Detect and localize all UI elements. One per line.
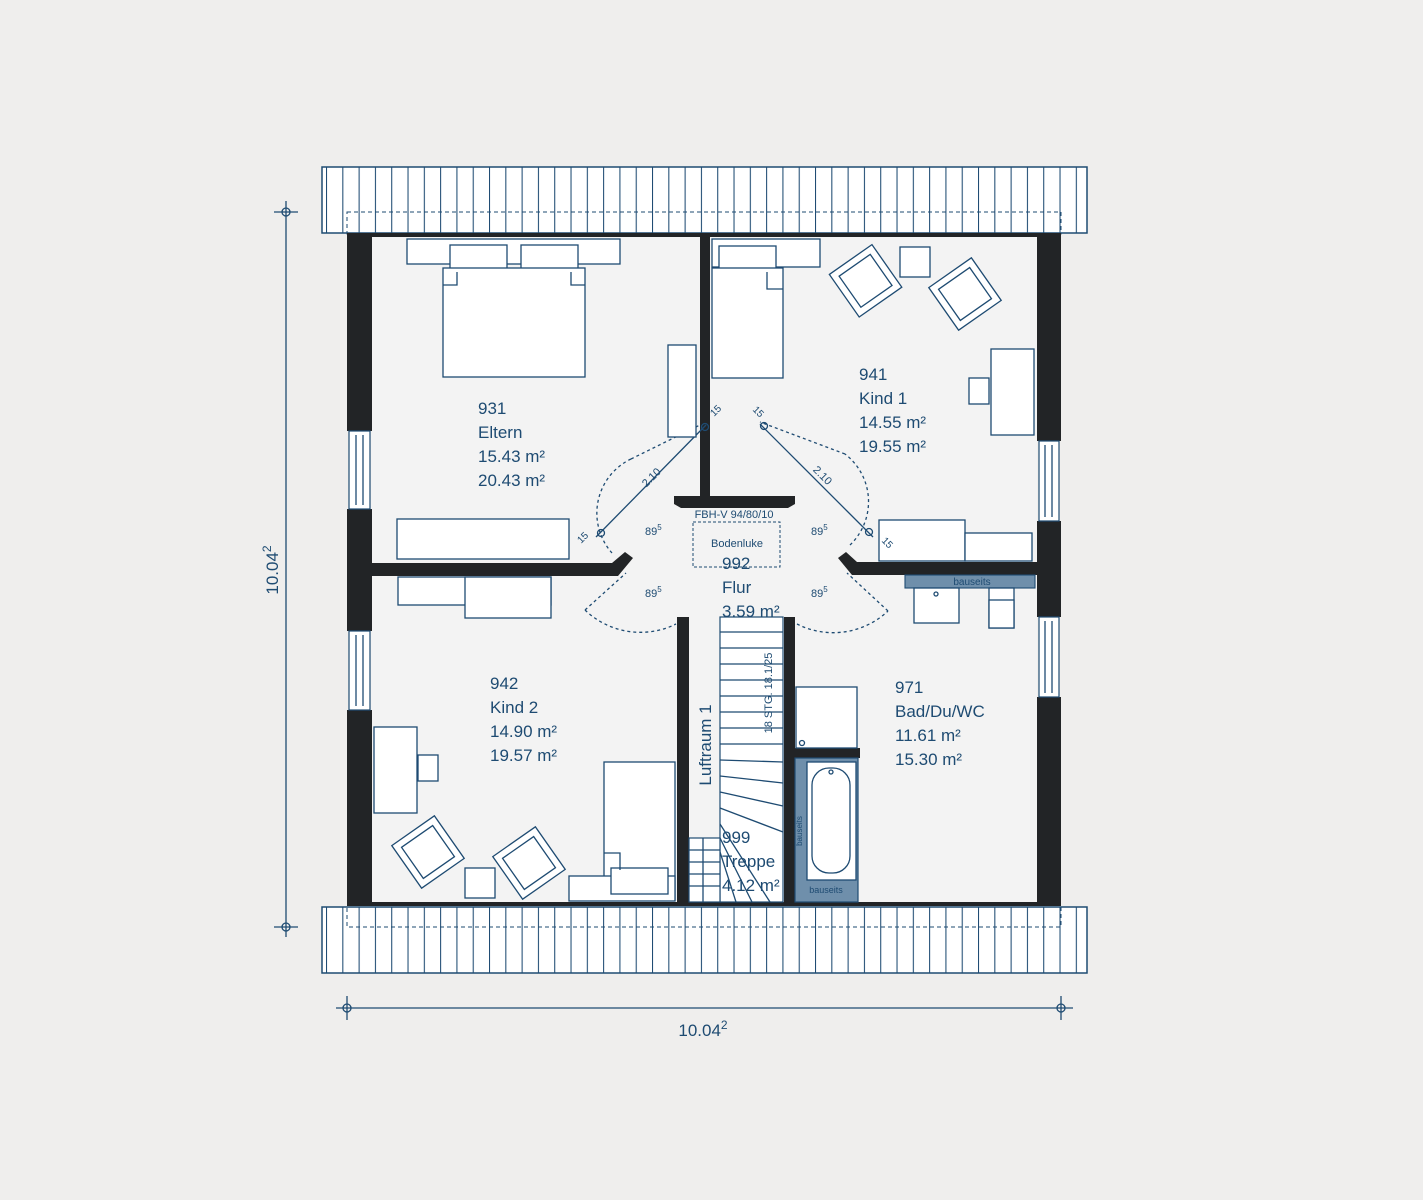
room-name: Kind 2 xyxy=(490,698,538,717)
armchair-kind2-left xyxy=(390,814,466,890)
room-name: Kind 1 xyxy=(859,389,907,408)
door-width-label-bottom-left: 895 xyxy=(645,585,662,600)
room-area: 14.55 m² xyxy=(859,413,926,432)
room-area: 11.61 m² xyxy=(895,726,961,745)
attic-hatch: Bodenluke xyxy=(692,521,781,568)
bed-side-kind1 xyxy=(878,519,1033,562)
door-width-label-top-right: 895 xyxy=(811,523,828,538)
dimension-vertical-sup: 2 xyxy=(260,545,274,552)
room-number: 931 xyxy=(478,399,506,418)
room-number: 942 xyxy=(490,674,518,693)
room-area-total: 15.30 m² xyxy=(895,750,962,769)
svg-text:895: 895 xyxy=(645,585,662,600)
svg-text:10.042: 10.042 xyxy=(260,545,282,595)
svg-text:895: 895 xyxy=(645,523,662,538)
luftraum-label: Luftraum 1 xyxy=(696,704,715,785)
door-bad xyxy=(796,572,889,634)
armchair-kind2-right xyxy=(491,825,567,901)
room-number: 999 xyxy=(722,828,750,847)
fbh-label: FBH-V 94/80/10 xyxy=(695,509,774,521)
room-name: Flur xyxy=(722,578,752,597)
door-width-sup: 5 xyxy=(657,585,662,594)
door-width: 89 xyxy=(645,526,657,538)
door-width: 89 xyxy=(811,588,823,600)
room-name: Treppe xyxy=(722,852,775,871)
side-table-kind1 xyxy=(899,246,931,278)
room-label-eltern: 931 Eltern 15.43 m² 20.43 m² xyxy=(478,399,545,490)
door-width-sup: 5 xyxy=(823,585,828,594)
room-area: 14.90 m² xyxy=(490,722,557,741)
attic-hatch-label: Bodenluke xyxy=(711,538,763,550)
door-width: 89 xyxy=(811,526,823,538)
armchair-kind1-right xyxy=(927,256,1003,332)
dimension-vertical-value: 10.04 xyxy=(263,552,282,595)
room-number: 992 xyxy=(722,554,750,573)
room-number: 941 xyxy=(859,365,887,384)
door-width-label-top-left: 895 xyxy=(645,523,662,538)
desk-kind2 xyxy=(373,726,439,814)
door-eltern xyxy=(595,422,710,554)
door-kind2 xyxy=(584,572,677,633)
staircase xyxy=(688,616,784,903)
dresser-eltern xyxy=(396,518,570,560)
desk-kind1 xyxy=(968,348,1035,436)
bathtub-side-label: bauseits xyxy=(795,816,804,846)
bauseits-counter-label: bauseits xyxy=(953,577,990,588)
stair-spec-label: 18 STG. 18.1/25 xyxy=(763,653,775,734)
room-area: 3.59 m² xyxy=(722,602,780,621)
shower xyxy=(795,686,858,749)
roof-eave-top xyxy=(321,166,1088,235)
room-label-flur: 992 Flur 3.59 m² xyxy=(722,554,780,621)
room-number: 971 xyxy=(895,678,923,697)
room-name: Eltern xyxy=(478,423,522,442)
svg-text:10.042: 10.042 xyxy=(678,1018,728,1040)
svg-text:895: 895 xyxy=(811,585,828,600)
door-width-label-bottom-right: 895 xyxy=(811,585,828,600)
door-width: 89 xyxy=(645,588,657,600)
dimension-horizontal-sup: 2 xyxy=(721,1018,728,1032)
room-area: 15.43 m² xyxy=(478,447,545,466)
room-label-kind2: 942 Kind 2 14.90 m² 19.57 m² xyxy=(490,674,557,765)
room-label-kind1: 941 Kind 1 14.55 m² 19.55 m² xyxy=(859,365,926,456)
side-table-kind2 xyxy=(464,867,496,899)
window-left-upper xyxy=(348,430,371,510)
dimension-horizontal-value: 10.04 xyxy=(678,1021,721,1040)
room-area-total: 19.57 m² xyxy=(490,746,557,765)
bauseits-counter: bauseits xyxy=(904,574,1036,589)
wardrobe-eltern xyxy=(667,344,697,438)
armchair-kind1-left xyxy=(828,243,903,318)
bed-kind2 xyxy=(568,761,676,902)
room-label-treppe: 999 Treppe 4.12 m² xyxy=(722,828,780,895)
bathtub: bauseits bauseits xyxy=(794,757,859,903)
room-name: Bad/Du/WC xyxy=(895,702,985,721)
room-area-total: 19.55 m² xyxy=(859,437,926,456)
room-area: 4.12 m² xyxy=(722,876,780,895)
double-bed xyxy=(406,238,621,378)
toilet xyxy=(988,587,1015,629)
bed-kind1 xyxy=(711,238,821,379)
svg-text:895: 895 xyxy=(811,523,828,538)
dimension-vertical: 10.042 xyxy=(260,201,298,937)
door-kind1 xyxy=(759,421,874,546)
room-label-bad: 971 Bad/Du/WC 11.61 m² 15.30 m² xyxy=(895,678,985,769)
door-width-sup: 5 xyxy=(657,523,662,532)
window-left-lower xyxy=(348,630,371,711)
window-right-lower xyxy=(1038,616,1060,698)
interior-walls xyxy=(371,236,1037,903)
roof-eave-bottom xyxy=(321,906,1088,974)
door-width-sup: 5 xyxy=(823,523,828,532)
exterior-walls xyxy=(347,233,1061,906)
window-right-upper xyxy=(1038,440,1060,522)
shelf-kind2 xyxy=(397,576,552,619)
dimension-horizontal: 10.042 xyxy=(336,996,1073,1040)
room-area-total: 20.43 m² xyxy=(478,471,545,490)
washbasin xyxy=(913,587,960,624)
bathtub-bottom-label: bauseits xyxy=(809,885,843,895)
